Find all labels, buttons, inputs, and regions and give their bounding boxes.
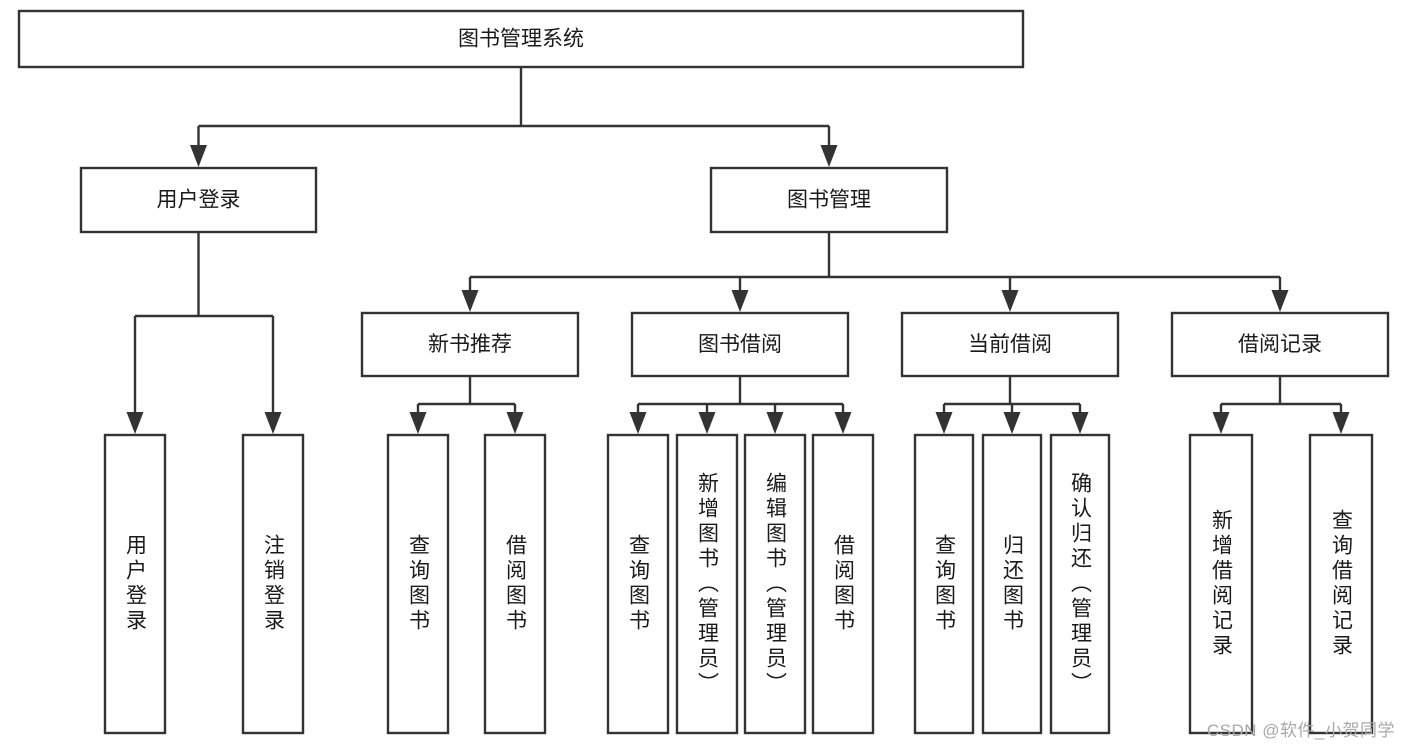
node-label-current-borrow: 当前借阅 (968, 333, 1052, 356)
arrow-head (1001, 290, 1019, 312)
node-box-root[interactable] (17, 9, 1025, 69)
connectors-layer (126, 67, 1350, 434)
node-label-book-borrow: 图书借阅 (698, 333, 782, 356)
node-box-leaf-borrow-book-1[interactable] (483, 433, 547, 735)
arrow-head (461, 290, 479, 312)
node-box-leaf-logout[interactable] (241, 433, 305, 735)
node-box-leaf-edit-book[interactable] (743, 433, 807, 735)
arrow-head (1003, 412, 1021, 434)
node-box-user-login[interactable] (79, 166, 318, 234)
arrow-head (698, 412, 716, 434)
node-box-book-borrow[interactable] (630, 311, 850, 378)
arrow-head (264, 412, 282, 434)
arrow-head (190, 145, 207, 167)
node-box-current-borrow[interactable] (900, 311, 1120, 378)
arrow-head (126, 412, 144, 434)
node-box-leaf-query-record[interactable] (1308, 433, 1374, 735)
boxes-layer (17, 9, 1390, 735)
node-label-book-manage: 图书管理 (787, 189, 871, 212)
node-box-leaf-query-book-2[interactable] (606, 433, 670, 735)
arrow-head (766, 412, 784, 434)
node-box-leaf-confirm-return[interactable] (1049, 433, 1111, 735)
arrow-head (731, 290, 749, 312)
node-box-borrow-record[interactable] (1170, 311, 1390, 378)
node-label-new-book-recommend: 新书推荐 (428, 333, 512, 356)
arrow-head (820, 145, 838, 167)
watermark-text: CSDN @软件_小贺同学 (1206, 721, 1395, 740)
arrow-head (1071, 412, 1089, 434)
node-label-root: 图书管理系统 (458, 28, 584, 51)
arrow-head (1271, 290, 1289, 312)
node-box-leaf-user-login[interactable] (103, 433, 167, 735)
arrow-head (409, 412, 427, 434)
node-label-user-login: 用户登录 (157, 189, 241, 212)
arrow-head (935, 412, 953, 434)
node-box-leaf-query-book-1[interactable] (386, 433, 450, 735)
arrow-head (506, 412, 524, 434)
arrow-head (1332, 412, 1350, 434)
node-box-leaf-borrow-book-2[interactable] (811, 433, 875, 735)
node-box-leaf-add-book[interactable] (675, 433, 739, 735)
node-box-leaf-query-book-3[interactable] (913, 433, 975, 735)
node-box-new-book-recommend[interactable] (360, 311, 580, 378)
node-label-borrow-record: 借阅记录 (1238, 333, 1322, 356)
node-box-book-manage[interactable] (709, 166, 949, 234)
arrow-head (629, 412, 647, 434)
arrow-head (1212, 412, 1230, 434)
node-box-leaf-return-book[interactable] (981, 433, 1043, 735)
arrow-head (834, 412, 852, 434)
node-box-leaf-add-record[interactable] (1188, 433, 1254, 735)
